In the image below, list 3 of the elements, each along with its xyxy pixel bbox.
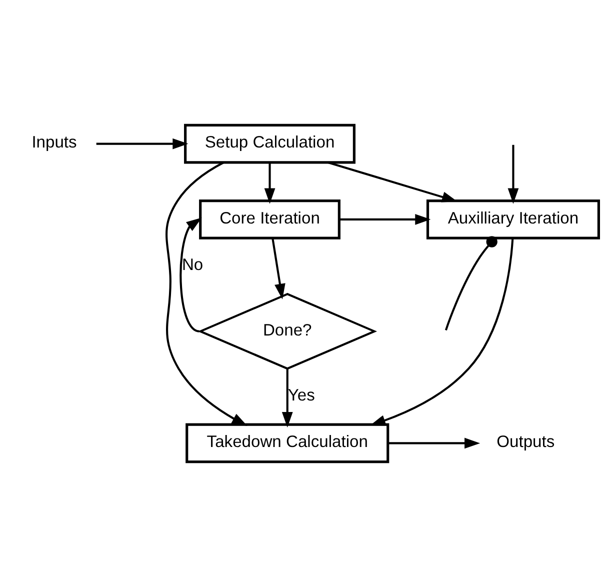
node-text: Inputs — [32, 132, 77, 152]
node-text: Outputs — [496, 432, 555, 451]
edge-label: No — [182, 254, 204, 274]
